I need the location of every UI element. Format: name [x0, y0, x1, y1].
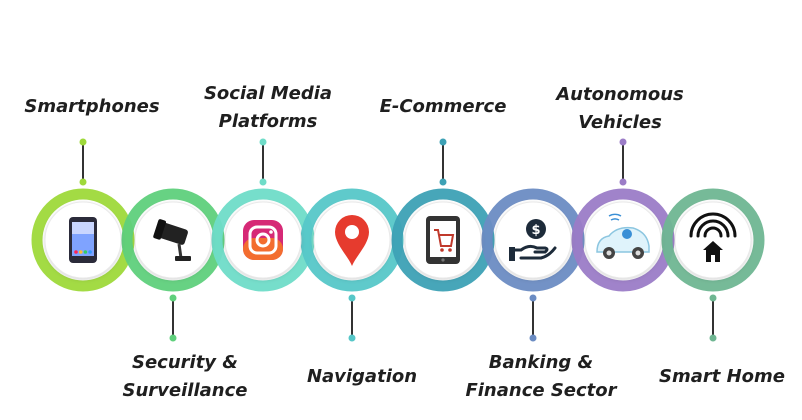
connector-group — [79, 138, 717, 342]
label-location-pin: Navigation — [307, 366, 417, 387]
label-smart-home: Smart Home — [659, 366, 785, 387]
node-disc-6 — [494, 201, 572, 279]
connector-2 — [169, 294, 177, 342]
location-pin-icon — [335, 215, 369, 266]
label-line: Platforms — [219, 111, 318, 132]
ring-8 — [661, 188, 765, 292]
smartphone-icon — [69, 217, 97, 263]
label-line: Vehicles — [578, 112, 662, 133]
label-line: Smartphones — [24, 96, 159, 117]
label-line: Smart Home — [659, 366, 785, 387]
label-line: Social Media — [204, 83, 332, 104]
label-line: Navigation — [307, 366, 417, 387]
instagram-icon — [243, 220, 283, 260]
connector-5 — [439, 138, 447, 186]
shopping-tablet-icon — [426, 216, 460, 264]
label-shopping-tablet: E-Commerce — [380, 96, 507, 117]
label-line: Finance Sector — [465, 380, 617, 401]
self-driving-car-icon — [596, 213, 650, 259]
label-cctv-camera: Security & Surveillance — [123, 352, 248, 401]
connector-6 — [529, 294, 537, 342]
label-line: Banking & — [489, 352, 593, 373]
label-line: Autonomous — [554, 84, 684, 105]
smart-home-icon — [689, 212, 737, 262]
label-line: Surveillance — [123, 380, 248, 401]
label-line: Security & — [132, 352, 238, 373]
label-money-hand: Banking & Finance Sector — [465, 352, 617, 401]
connector-3 — [259, 138, 267, 186]
connector-4 — [348, 294, 356, 342]
label-smartphone: Smartphones — [24, 96, 159, 117]
ring-chain — [31, 188, 765, 292]
money-hand-icon: $ — [509, 219, 557, 261]
connector-7 — [619, 138, 627, 186]
icon-group: $ — [69, 212, 737, 266]
svg-text:$: $ — [531, 223, 540, 238]
connector-1 — [79, 138, 87, 186]
node-disc-8 — [674, 201, 752, 279]
cctv-camera-icon — [153, 219, 191, 261]
label-line: E-Commerce — [380, 96, 507, 117]
connector-8 — [709, 294, 717, 342]
